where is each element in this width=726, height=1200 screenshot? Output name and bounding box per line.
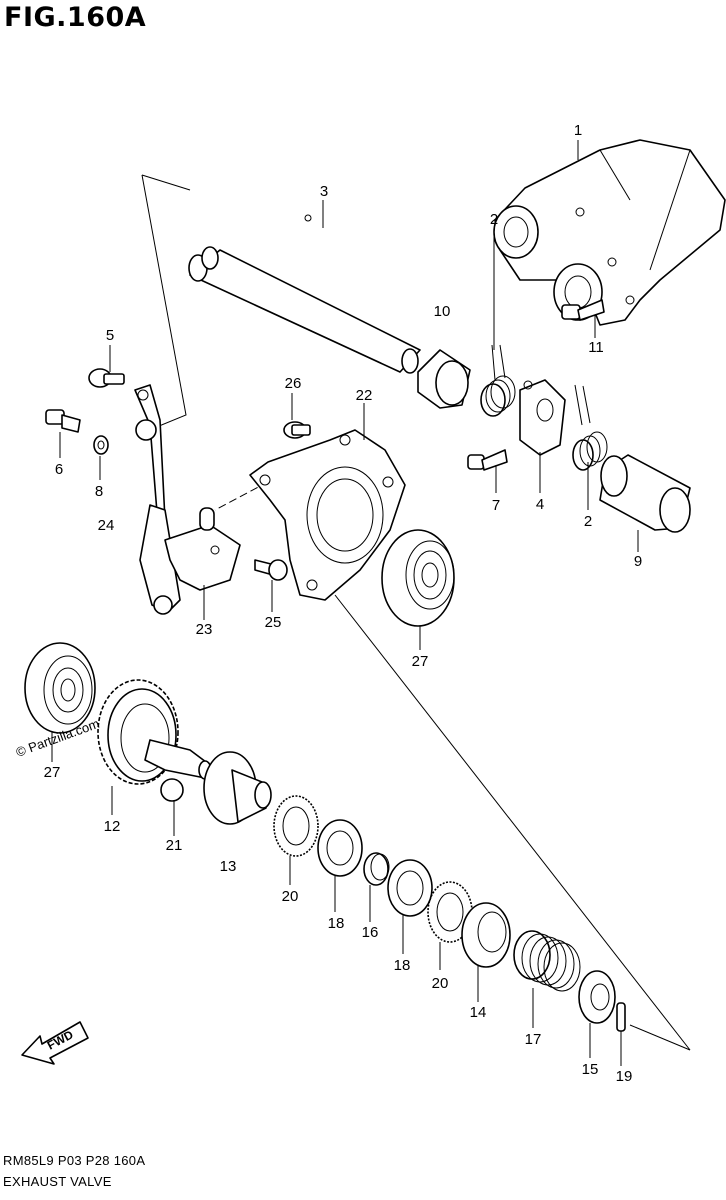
- callout-23: 23: [196, 621, 213, 638]
- callout-20: 20: [282, 888, 299, 905]
- part-16-collar: [363, 852, 390, 886]
- callout-10: 10: [434, 303, 451, 320]
- callout-16: 16: [362, 924, 379, 941]
- part-12-gear-shaft: [97, 679, 212, 785]
- callout-18b: 18: [394, 957, 411, 974]
- part-19-pin: [616, 1002, 626, 1032]
- part-25-screw: [254, 559, 288, 581]
- part-10-bushing: [417, 349, 471, 409]
- callout-18: 18: [328, 915, 345, 932]
- part-1-housing: [493, 139, 726, 326]
- part-9-sleeve: [599, 454, 691, 533]
- callout-7: 7: [492, 497, 500, 514]
- callout-5: 5: [106, 327, 114, 344]
- part-27-bearing-upper: [381, 529, 455, 627]
- fwd-arrow-icon: FWD: [21, 1021, 89, 1065]
- part-3-shaft: [188, 214, 421, 374]
- part-18-washer-upper: [317, 819, 363, 877]
- callout-25: 25: [265, 614, 282, 631]
- part-20-thrust-upper: [273, 795, 319, 857]
- part-7-bolt: [467, 449, 508, 471]
- part-2-spring-lower: [572, 384, 608, 471]
- part-21-ball: [160, 778, 184, 802]
- callout-labels: 1 3 2 10 11 5 26 22 6 8 7 4 2 24 9 23 25…: [44, 122, 643, 1085]
- part-8-washer: [93, 435, 109, 455]
- part-14-seat: [461, 902, 511, 968]
- callout-24: 24: [98, 517, 115, 534]
- part-11-bolt: [561, 299, 605, 321]
- callout-27b: 27: [44, 764, 61, 781]
- figure-title: FIG.160A: [4, 2, 147, 33]
- part-27-bearing-lower: [24, 642, 96, 734]
- callout-27: 27: [412, 653, 429, 670]
- diagram-name: EXHAUST VALVE: [3, 1174, 112, 1189]
- part-15-retainer: [578, 970, 616, 1024]
- part-26-screw: [283, 421, 311, 439]
- part-13-collar: [203, 751, 272, 825]
- callout-26: 26: [285, 375, 302, 392]
- leader-lines: [51, 140, 639, 1066]
- callout-1: 1: [574, 122, 582, 139]
- callout-20b: 20: [432, 975, 449, 992]
- part-4-lever: [519, 379, 566, 456]
- part-18-washer-lower: [387, 859, 433, 917]
- part-23-bracket: [164, 507, 241, 591]
- part-17-spring: [513, 930, 581, 992]
- callout-14: 14: [470, 1004, 487, 1021]
- diagram-code: RM85L9 P03 P28 160A: [3, 1153, 146, 1168]
- callout-19: 19: [616, 1068, 633, 1085]
- callout-2: 2: [490, 211, 498, 228]
- part-24-linkage: [134, 384, 181, 615]
- part-2-spring-upper: [480, 344, 516, 417]
- callout-6: 6: [55, 461, 63, 478]
- part-22-plate: [249, 429, 406, 601]
- part-6-bolt: [45, 409, 81, 433]
- callout-21: 21: [166, 837, 183, 854]
- callout-8: 8: [95, 483, 103, 500]
- callout-17: 17: [525, 1031, 542, 1048]
- callout-4: 4: [536, 496, 544, 513]
- part-5-bolt: [88, 368, 125, 388]
- callout-2b: 2: [584, 513, 592, 530]
- callout-11: 11: [588, 339, 604, 356]
- callout-15: 15: [582, 1061, 599, 1078]
- callout-12: 12: [104, 818, 121, 835]
- callout-9: 9: [634, 553, 642, 570]
- callout-3: 3: [320, 183, 328, 200]
- callout-13: 13: [220, 858, 237, 875]
- callout-22: 22: [356, 387, 373, 404]
